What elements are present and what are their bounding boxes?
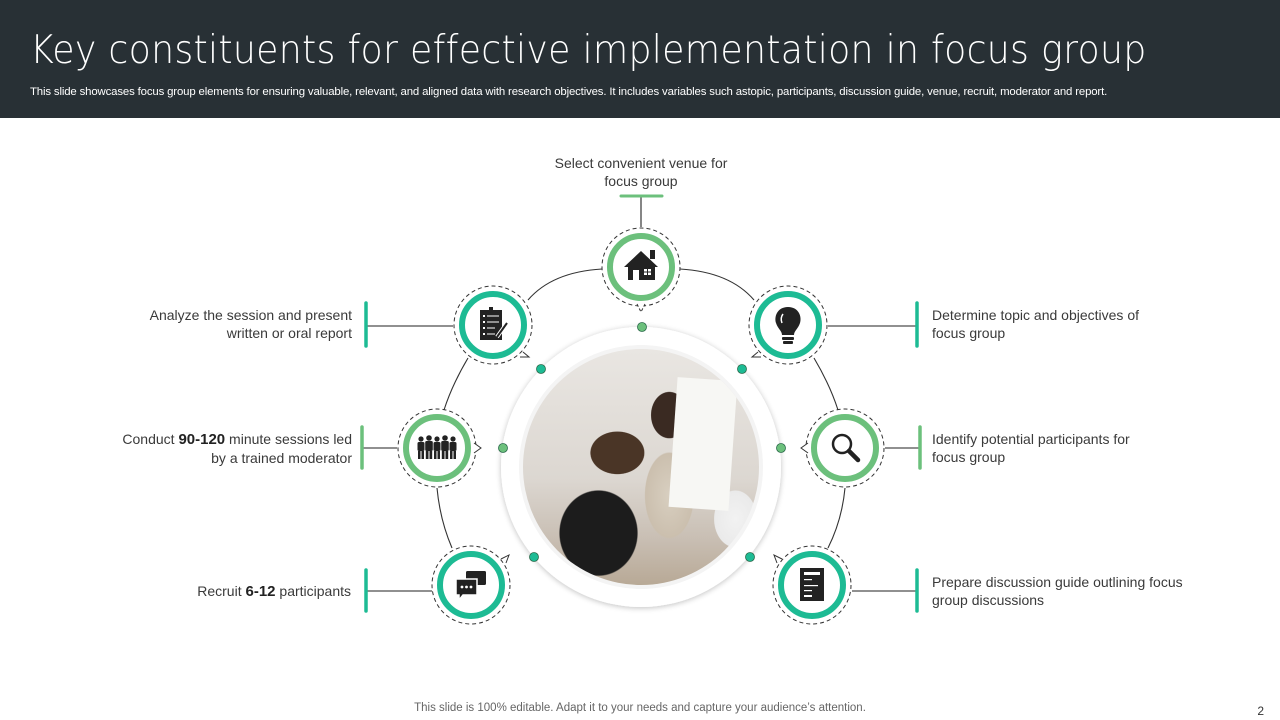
- label-recruit: Recruit 6-12 participants: [50, 582, 351, 601]
- label-moderator: Conduct 90-120 minute sessions led by a …: [40, 430, 352, 467]
- label-report-line1: Analyze the session and present: [149, 307, 352, 323]
- label-accent-bars: [360, 194, 922, 613]
- label-venue-line1: Select convenient venue for: [554, 155, 728, 171]
- accent-dots: [498, 322, 786, 562]
- node-topic: [748, 285, 828, 365]
- slide-subtitle: This slide showcases focus group element…: [30, 86, 1108, 98]
- label-moderator-bold: 90-120: [178, 431, 226, 448]
- label-report-line2: written or oral report: [226, 325, 352, 341]
- label-participants: Identify potential participants for focu…: [932, 430, 1232, 466]
- label-recruit-pre: Recruit: [197, 583, 246, 599]
- label-participants-line2: focus group: [932, 449, 1006, 465]
- label-guide-line2: group discussions: [932, 592, 1045, 608]
- label-recruit-post: participants: [275, 583, 351, 599]
- center-photo: [523, 349, 759, 585]
- label-moderator-pre: Conduct: [122, 431, 179, 447]
- magnifier-icon: [831, 433, 861, 463]
- label-topic: Determine topic and objectives of focus …: [932, 306, 1232, 342]
- label-topic-line2: focus group: [932, 325, 1006, 341]
- document-icon: [800, 568, 824, 601]
- lightbulb-icon: [775, 307, 801, 344]
- slide-title: Key constituents for effective implement…: [30, 28, 1147, 73]
- chat-bubbles-icon: [455, 571, 486, 603]
- node-venue: [601, 227, 681, 314]
- connector-arc: [436, 268, 846, 549]
- house-icon: [624, 250, 658, 280]
- node-moderator: [397, 408, 482, 488]
- header-banner: Key constituents for effective implement…: [0, 0, 1280, 118]
- node-recruit: [431, 545, 511, 625]
- label-report: Analyze the session and present written …: [50, 306, 352, 342]
- label-moderator-line2: by a trained moderator: [211, 450, 352, 466]
- label-guide-line1: Prepare discussion guide outlining focus: [932, 574, 1183, 590]
- label-participants-line1: Identify potential participants for: [932, 431, 1130, 447]
- label-moderator-post: minute sessions led: [225, 431, 352, 447]
- node-report: [453, 285, 533, 365]
- label-guide: Prepare discussion guide outlining focus…: [932, 573, 1232, 609]
- whiteboard: [668, 377, 738, 511]
- node-participants: [800, 408, 885, 488]
- people-group-icon: [417, 435, 457, 459]
- footer-note: This slide is 100% editable. Adapt it to…: [414, 702, 866, 714]
- label-topic-line1: Determine topic and objectives of: [932, 307, 1139, 323]
- label-recruit-bold: 6-12: [245, 583, 276, 600]
- label-venue: Select convenient venue for focus group: [521, 154, 761, 190]
- label-venue-line2: focus group: [604, 173, 678, 189]
- node-guide: [772, 545, 852, 625]
- page-number: 2: [1257, 704, 1264, 718]
- clipboard-report-icon: [480, 307, 509, 340]
- label-connectors: [362, 197, 920, 592]
